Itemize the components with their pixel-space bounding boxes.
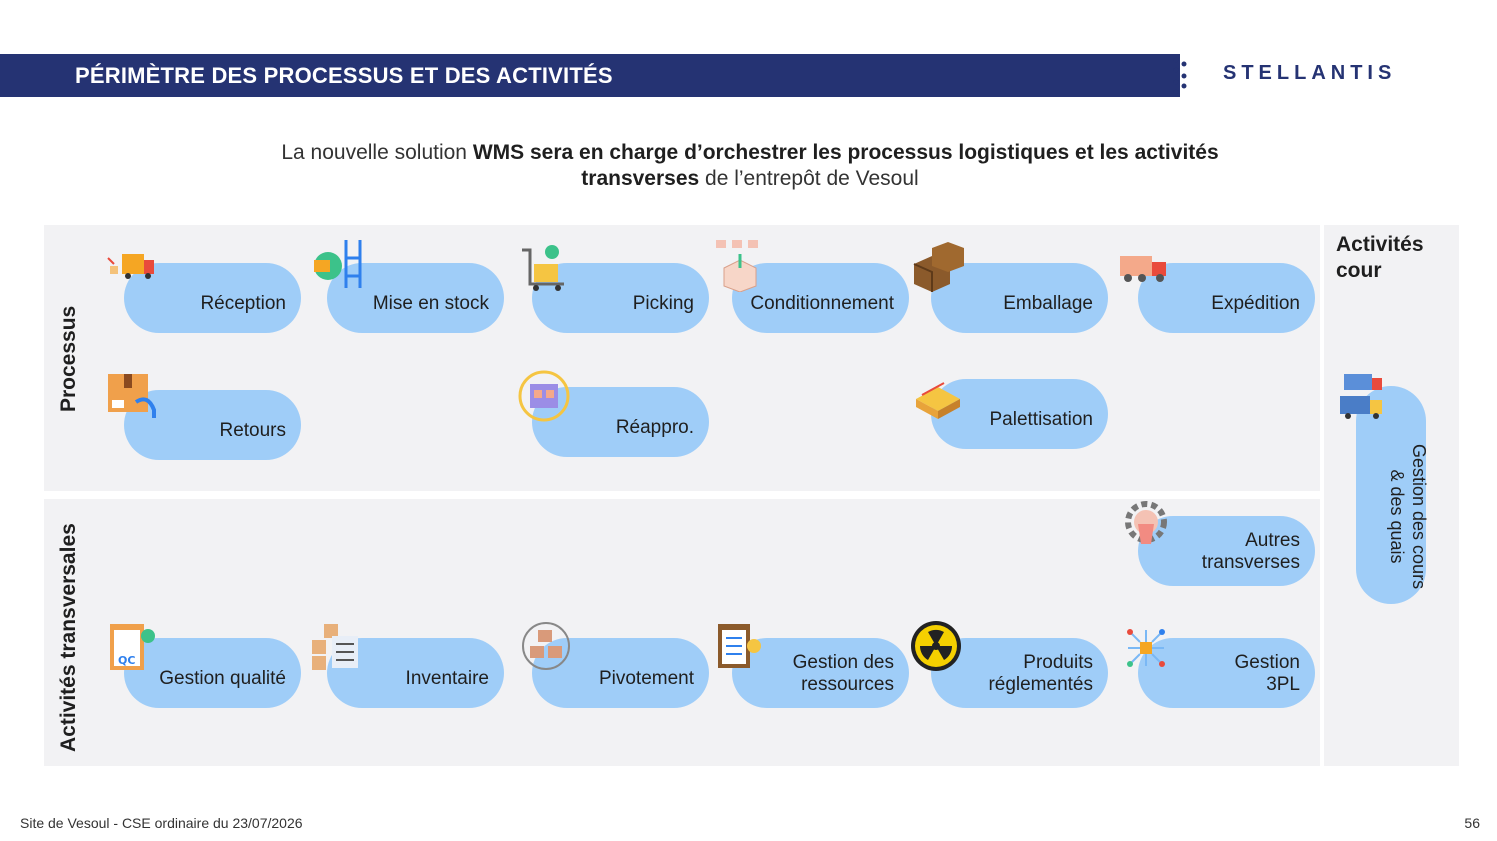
footer-text: Site de Vesoul - CSE ordinaire du 23/07/…	[20, 815, 303, 831]
pill-gestion-qualite: Gestion qualité	[124, 638, 301, 708]
replenishment-icon	[518, 370, 570, 422]
inventory-checklist-icon	[312, 624, 358, 670]
transversales-label: Activités transversales	[57, 523, 80, 752]
rotation-boxes-icon	[522, 622, 570, 670]
page-title: PÉRIMÈTRE DES PROCESSUS ET DES ACTIVITÉS	[75, 63, 613, 88]
intro-text: La nouvelle solution WMS sera en charge …	[281, 141, 1219, 190]
transversales-panel	[44, 499, 1320, 766]
trolley-picking-icon	[522, 245, 564, 291]
network-nodes-icon	[1127, 629, 1165, 667]
trucks-yard-icon	[1340, 374, 1382, 419]
page-number: 56	[1464, 815, 1480, 831]
svg-text:QC: QC	[118, 654, 135, 667]
return-box-icon	[108, 374, 156, 418]
racking-icon	[314, 240, 362, 288]
gear-icon	[1125, 501, 1167, 544]
cardboard-boxes-icon	[913, 242, 964, 292]
checklist-clipboard-icon	[718, 624, 761, 668]
pill-retours: Retours	[124, 390, 301, 460]
pallet-icon	[916, 382, 960, 419]
radioactive-icon	[911, 621, 961, 671]
pill-emballage: Emballage	[931, 263, 1108, 333]
header-bar: PÉRIMÈTRE DES PROCESSUS ET DES ACTIVITÉS	[0, 54, 1180, 97]
pill-expedition: Expédition	[1138, 263, 1315, 333]
stellantis-logo: STELLANTIS	[1223, 62, 1397, 84]
pill-gestion-cours-quais: Gestion des cours& des quais	[1356, 386, 1429, 604]
pill-reception: Réception	[124, 263, 301, 333]
pill-conditionnement: Conditionnement	[732, 263, 909, 333]
processus-label: Processus	[57, 305, 80, 412]
pill-palettisation: Palettisation	[931, 379, 1108, 449]
pill-inventaire: Inventaire	[327, 638, 504, 708]
box-packing-icon	[716, 240, 758, 292]
truck-unloading-icon	[107, 254, 154, 279]
pill-reappro: Réappro.	[532, 387, 709, 457]
header-dots-decoration	[1173, 57, 1187, 95]
pill-picking: Picking	[532, 263, 709, 333]
qc-clipboard-icon: QC	[110, 624, 155, 670]
delivery-truck-icon	[1120, 256, 1166, 282]
